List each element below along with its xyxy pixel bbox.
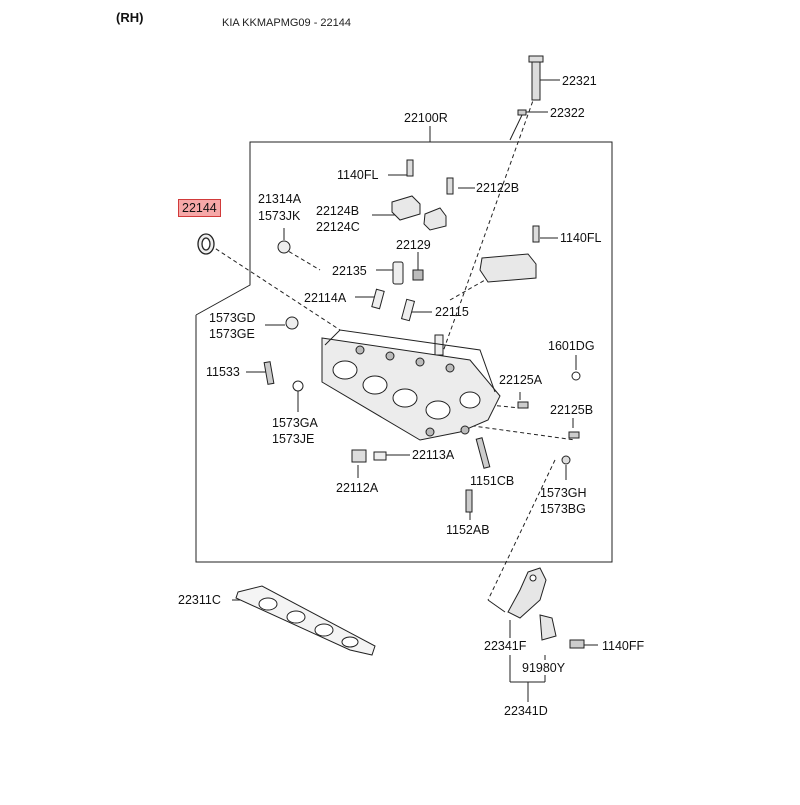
- label-22124b[interactable]: 22124B: [316, 204, 360, 218]
- bolt-1140fl-b: [532, 225, 540, 243]
- cylinder-head: [321, 329, 501, 441]
- label-22125b[interactable]: 22125B: [550, 403, 594, 417]
- label-22321[interactable]: 22321: [562, 74, 597, 88]
- bolt-22321: [528, 55, 544, 101]
- plug-1573ga: [292, 380, 304, 392]
- pin-22135: [392, 261, 404, 285]
- label-22112a[interactable]: 22112A: [336, 481, 379, 495]
- part-22112a: [351, 449, 367, 463]
- label-1573gh[interactable]: 1573GH: [540, 486, 587, 500]
- diagram-title: KIA KKMAPMG09 - 22144: [222, 17, 352, 29]
- spring-22129: [412, 269, 424, 281]
- label-22311c[interactable]: 22311C: [178, 593, 221, 607]
- label-1573ge[interactable]: 1573GE: [209, 327, 255, 341]
- gasket-22311c: [235, 585, 376, 656]
- label-22125a[interactable]: 22125A: [499, 373, 543, 387]
- label-22341f[interactable]: 22341F: [484, 639, 527, 653]
- plug-1573gd: [285, 316, 299, 330]
- stud-11533: [263, 361, 275, 385]
- dowel-22115: [400, 298, 416, 322]
- label-22129[interactable]: 22129: [396, 238, 431, 252]
- label-1151cb[interactable]: 1151CB: [470, 474, 515, 488]
- label-1152ab[interactable]: 1152AB: [446, 523, 490, 537]
- oil-seal-22144: [197, 233, 215, 255]
- label-22341d[interactable]: 22341D: [504, 704, 548, 718]
- cam-caps: [391, 195, 537, 283]
- part-22113a: [373, 451, 387, 461]
- label-22113a[interactable]: 22113A: [412, 448, 455, 462]
- label-1140fl-b[interactable]: 1140FL: [560, 231, 602, 245]
- bolt-1140ff: [569, 639, 585, 649]
- label-1573je[interactable]: 1573JE: [272, 432, 315, 446]
- side-indicator: (RH): [116, 10, 144, 25]
- assembly-boundary: [195, 141, 613, 563]
- label-22135[interactable]: 22135: [332, 264, 367, 278]
- bracket-22341f: [507, 567, 557, 641]
- plug-21314a: [277, 240, 291, 254]
- label-22122b[interactable]: 22122B: [476, 181, 520, 195]
- label-22124c[interactable]: 22124C: [316, 220, 360, 234]
- stud-22125b: [568, 431, 580, 439]
- label-1140ff[interactable]: 1140FF: [602, 639, 645, 653]
- label-22144-highlighted[interactable]: 22144: [178, 199, 221, 217]
- stud-22125a: [517, 401, 529, 409]
- label-11533[interactable]: 11533: [206, 365, 240, 379]
- stud-1152ab: [465, 489, 473, 513]
- plug-1601dg: [571, 371, 581, 381]
- stud-1151cb: [475, 437, 491, 469]
- bolt-22122b: [446, 177, 454, 195]
- label-21314a[interactable]: 21314A: [258, 192, 302, 206]
- label-91980y[interactable]: 91980Y: [522, 661, 566, 675]
- bolt-1140fl-a: [406, 159, 414, 177]
- dowel-22114a: [371, 288, 385, 310]
- label-1573jk[interactable]: 1573JK: [258, 209, 301, 223]
- label-1573gd[interactable]: 1573GD: [209, 311, 256, 325]
- plug-1573gh: [561, 455, 571, 465]
- label-1601dg[interactable]: 1601DG: [548, 339, 595, 353]
- label-22322[interactable]: 22322: [550, 106, 585, 120]
- label-22115[interactable]: 22115: [435, 305, 469, 319]
- label-22114a[interactable]: 22114A: [304, 291, 347, 305]
- label-1573ga[interactable]: 1573GA: [272, 416, 318, 430]
- label-1573bg[interactable]: 1573BG: [540, 502, 586, 516]
- washer-22322: [517, 109, 527, 116]
- label-22100r[interactable]: 22100R: [404, 111, 448, 125]
- label-1140fl-a[interactable]: 1140FL: [337, 168, 379, 182]
